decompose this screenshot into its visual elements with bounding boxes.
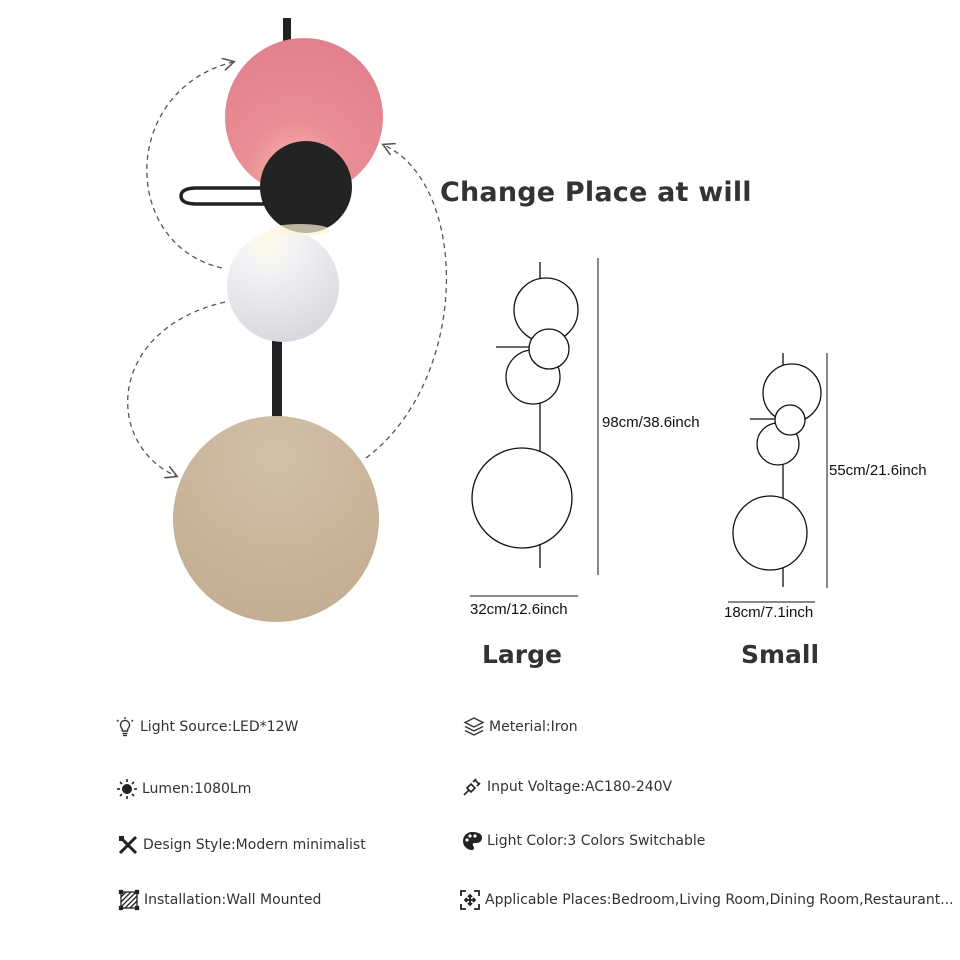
beige-disc — [173, 416, 379, 622]
install-frame-icon — [118, 889, 140, 911]
palette-icon — [461, 830, 483, 852]
spec-lumen: Lumen:1080Lm — [116, 778, 251, 800]
spec-material: Meterial:Iron — [463, 716, 578, 738]
layers-icon — [463, 716, 485, 738]
swap-arrows — [127, 62, 448, 476]
spec-design-style: Design Style: Modern minimalist — [117, 834, 366, 856]
headline: Change Place at will — [440, 177, 752, 208]
white-disc — [227, 230, 339, 342]
bracket-arm — [179, 186, 292, 206]
sun-icon — [116, 778, 138, 800]
middle-rod — [272, 338, 282, 430]
large-width-label: 32cm/12.6inch — [470, 601, 568, 618]
spec-installation: Installation:Wall Mounted — [118, 889, 321, 911]
large-lamp-outline — [471, 262, 579, 568]
small-height-label: 55cm/21.6inch — [829, 462, 927, 479]
design-tools-icon — [117, 834, 139, 856]
spec-light-color: Light Color:3 Colors Switchable — [461, 830, 705, 852]
plug-icon — [461, 776, 483, 798]
product-photo — [127, 18, 448, 622]
size-diagrams — [470, 258, 828, 603]
large-height-label: 98cm/38.6inch — [602, 414, 700, 431]
expand-icon — [459, 889, 481, 911]
spec-applicable-places: Applicable Places:Bedroom,Living Room,Di… — [459, 889, 954, 911]
small-width-label: 18cm/7.1inch — [724, 604, 814, 621]
large-size-name: Large — [482, 640, 562, 669]
spec-light-source: Light Source:LED*12W — [114, 716, 298, 738]
bulb-icon — [114, 716, 136, 738]
black-disc — [260, 141, 352, 233]
pink-disc — [225, 38, 383, 196]
small-lamp-outline — [732, 353, 822, 587]
small-size-name: Small — [741, 640, 820, 669]
spec-input-voltage: Input Voltage:AC180-240V — [461, 776, 672, 798]
